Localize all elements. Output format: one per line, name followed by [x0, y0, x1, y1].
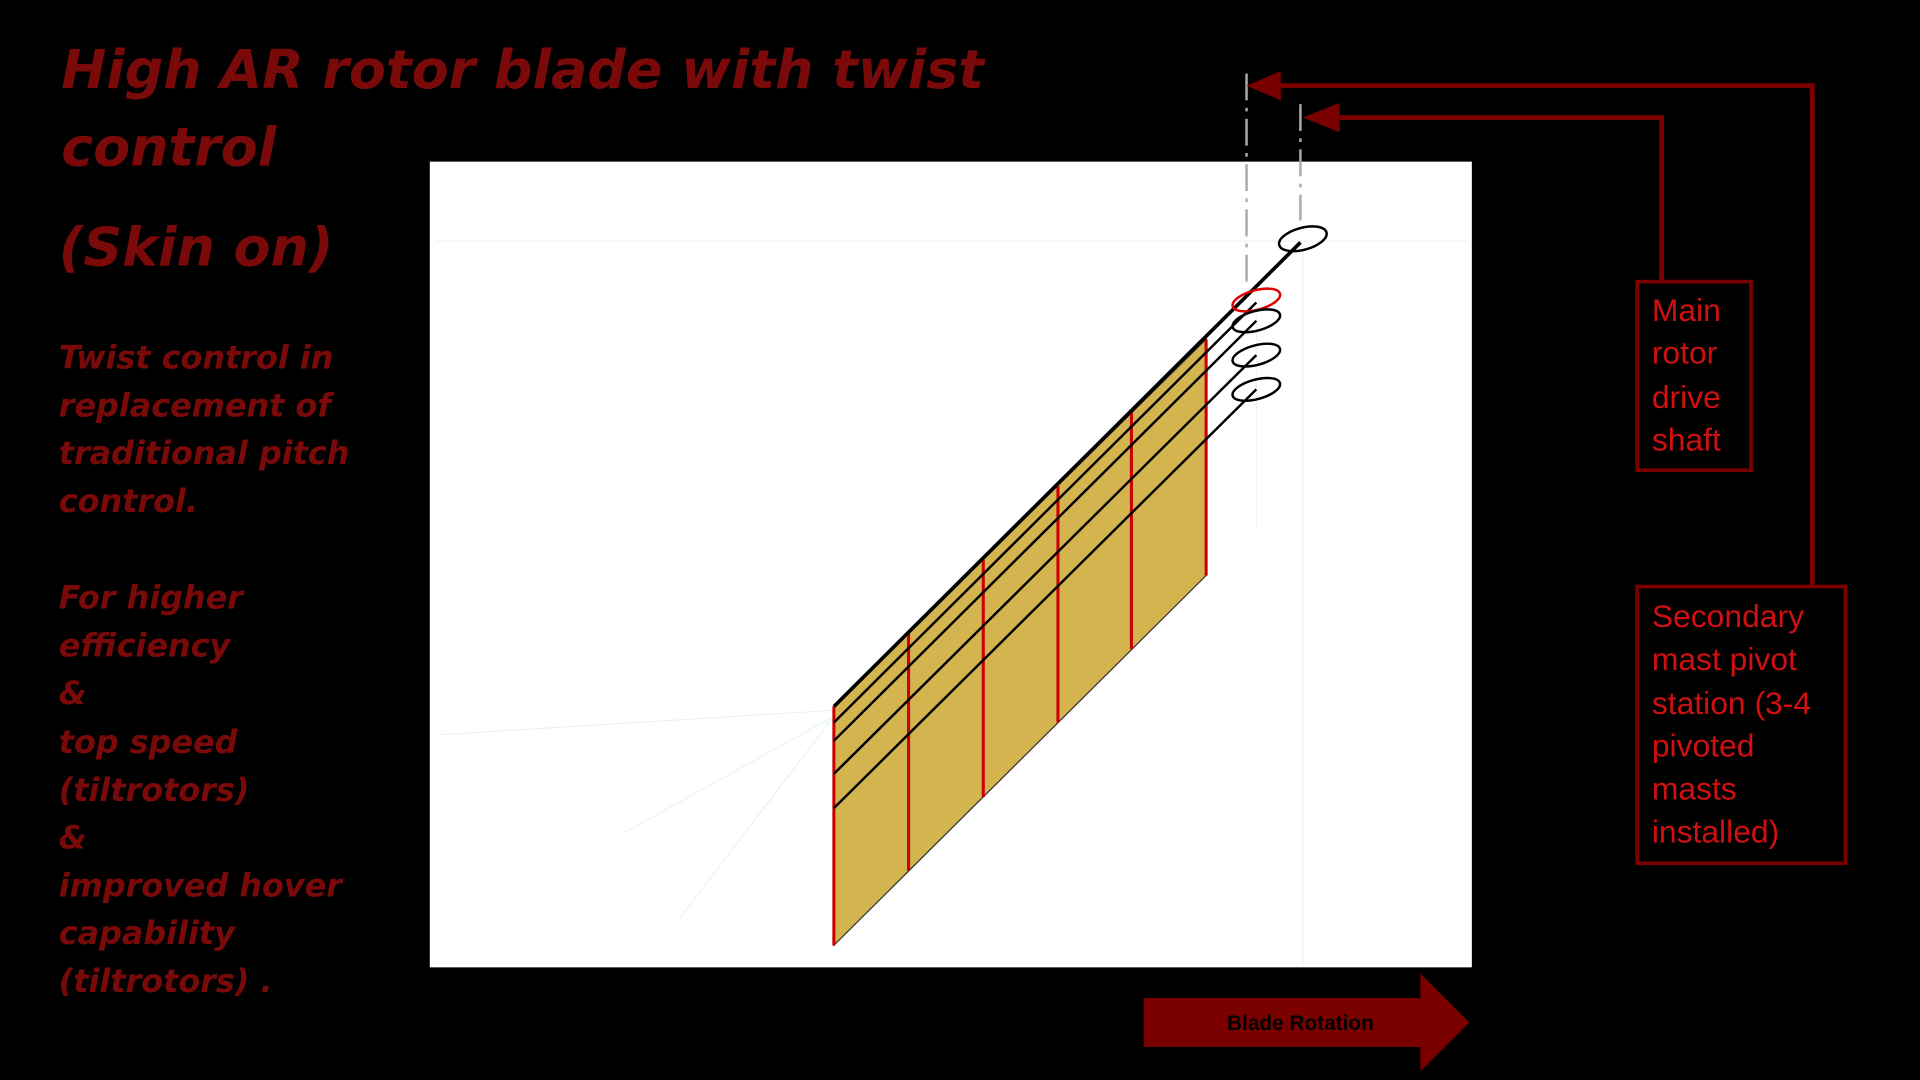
- desc-line: replacement of: [59, 386, 335, 424]
- desc-line: &: [59, 674, 87, 712]
- desc-line: control.: [59, 482, 198, 520]
- title-line-1: High AR rotor blade with twist: [61, 38, 986, 101]
- callout-arrows: [1273, 83, 1815, 586]
- callout-text: Secondary: [1652, 598, 1804, 634]
- desc-line: For higher: [59, 579, 246, 617]
- callout-text: Main: [1652, 292, 1721, 328]
- callout-text: drive: [1652, 379, 1721, 415]
- blade-spars: [832, 339, 1208, 946]
- desc-line: capability: [59, 914, 236, 952]
- callout-text: shaft: [1652, 422, 1721, 458]
- rotor-blade: [832, 225, 1328, 947]
- desc-line: top speed: [59, 723, 239, 761]
- arrowhead-main: [1302, 102, 1340, 133]
- desc-line: efficiency: [59, 626, 232, 664]
- construction-lines: [434, 240, 1470, 965]
- drawing-panel: [429, 161, 1472, 968]
- callout-text: pivoted: [1652, 728, 1755, 764]
- title-line-3: (Skin on): [59, 216, 334, 279]
- blade-rotation-arrow: Blade Rotation: [1143, 973, 1470, 1072]
- arrowhead-secondary: [1246, 71, 1281, 101]
- title-line-2: control: [61, 115, 278, 178]
- description-text: Twist control in replacement of traditio…: [59, 339, 350, 1000]
- blade-rotation-label: Blade Rotation: [1227, 1012, 1374, 1035]
- desc-line: (tiltrotors) .: [59, 962, 273, 1000]
- callout-text: station (3-4: [1652, 685, 1811, 721]
- callout-text: mast pivot: [1652, 641, 1797, 677]
- desc-line: &: [59, 819, 87, 857]
- shaft-axes: [1245, 73, 1302, 282]
- callout-text: rotor: [1652, 335, 1718, 371]
- desc-line: improved hover: [59, 866, 344, 904]
- twist-control-rods: [832, 241, 1302, 810]
- desc-line: Twist control in: [59, 339, 334, 377]
- desc-line: (tiltrotors): [59, 771, 250, 809]
- desc-line: traditional pitch: [59, 434, 350, 472]
- callout-text: installed): [1652, 813, 1779, 849]
- callout-text: masts: [1652, 771, 1737, 807]
- main-shaft-callout: Main rotor drive shaft: [1635, 279, 1753, 473]
- pivot-rings: [1231, 225, 1328, 403]
- secondary-mast-callout: Secondary mast pivot station (3-4 pivote…: [1635, 584, 1848, 866]
